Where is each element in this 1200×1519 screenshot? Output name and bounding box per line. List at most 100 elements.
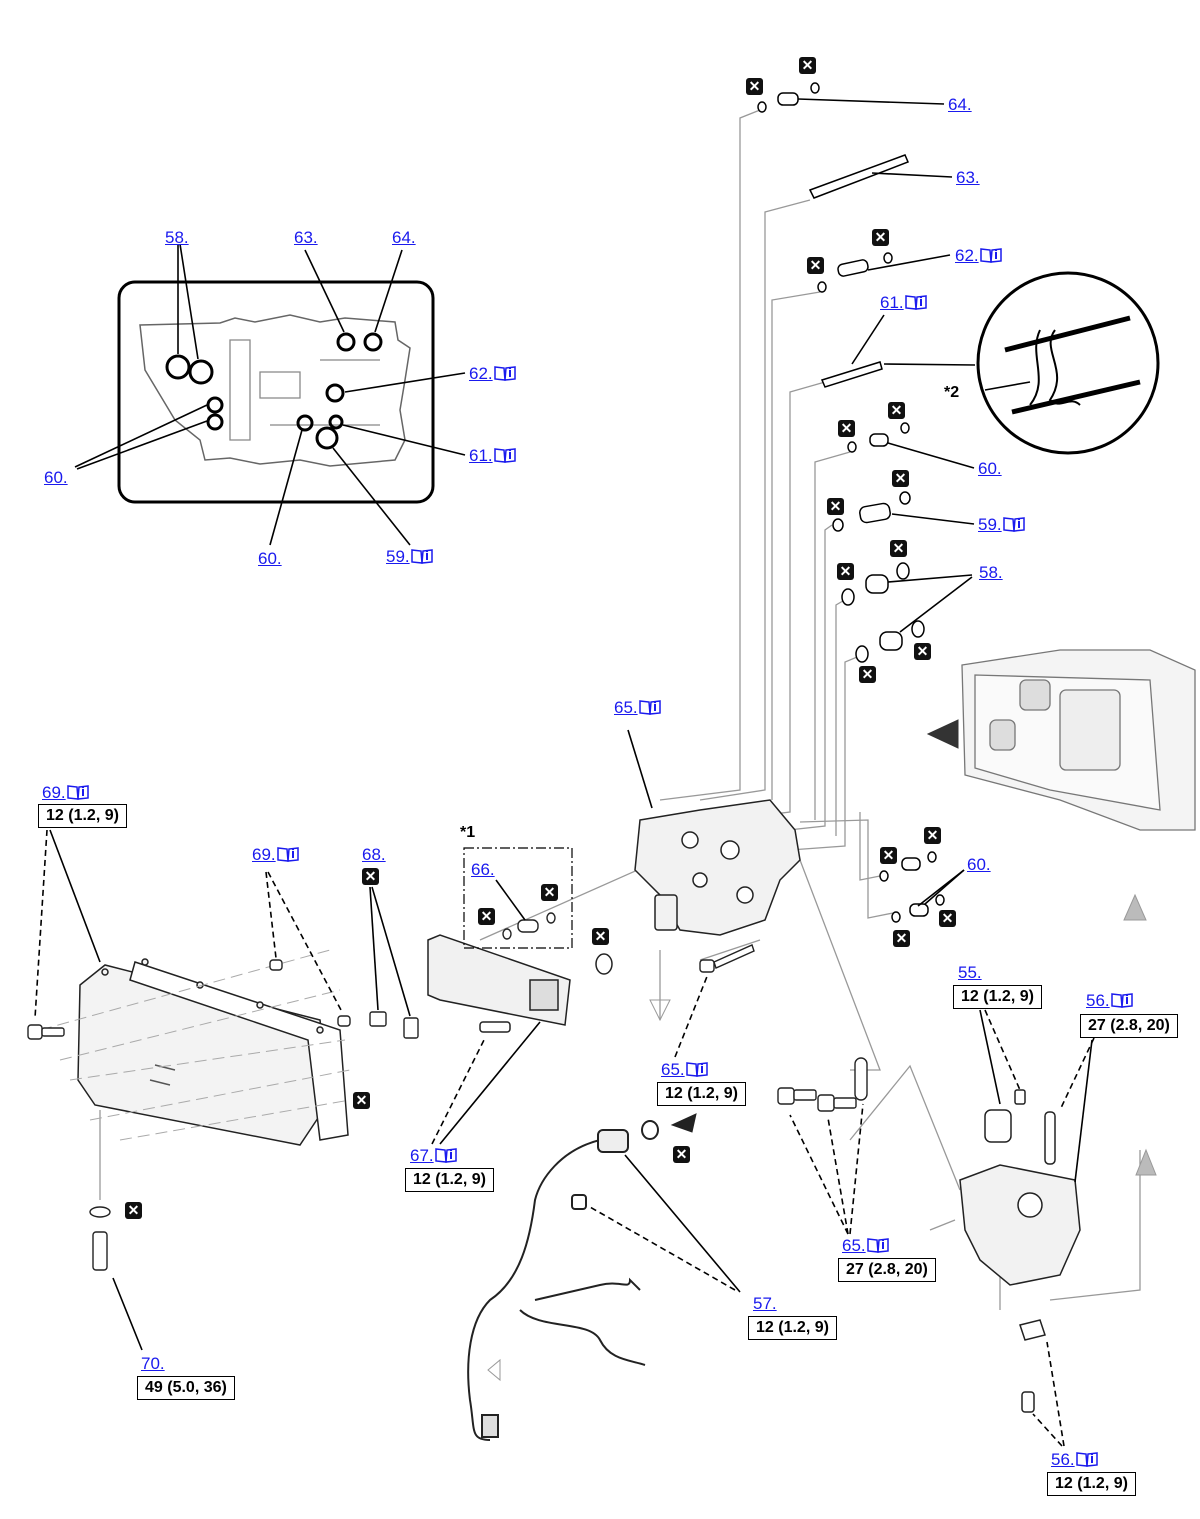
torque-spec-box: 12 (1.2, 9): [953, 985, 1042, 1009]
manual-book-icon[interactable]: [410, 548, 433, 569]
manual-book-icon[interactable]: [434, 1147, 457, 1168]
part-ref-label: 66.: [471, 860, 495, 879]
part-ref-label: 65.: [661, 1060, 685, 1079]
manual-book-icon[interactable]: [1110, 992, 1133, 1013]
part-ref-link[interactable]: 56.: [1086, 991, 1133, 1013]
non-reusable-part-icon: ✕: [541, 884, 558, 901]
leader-arrows: [49, 98, 1093, 1351]
part-ref-link[interactable]: 60.: [44, 468, 68, 488]
spacer-parts: [757, 82, 945, 923]
non-reusable-part-icon: ✕: [914, 643, 931, 660]
part-ref-link[interactable]: 65.: [842, 1236, 889, 1258]
part-ref-label: 55.: [958, 963, 982, 982]
non-reusable-part-icon: ✕: [892, 470, 909, 487]
detail-magnifier: [976, 271, 1160, 455]
non-reusable-part-icon: ✕: [478, 908, 495, 925]
part-ref-link[interactable]: 62.: [955, 246, 1002, 268]
part-ref-link[interactable]: 59.: [978, 515, 1025, 537]
part-ref-link[interactable]: 69.: [42, 783, 89, 805]
part-ref-label: 67.: [410, 1146, 434, 1165]
bolt-65: [699, 944, 868, 1112]
callout-note: *1: [460, 824, 476, 841]
part-ref-link[interactable]: 61.: [469, 446, 516, 468]
part-ref-link[interactable]: 63.: [294, 228, 318, 248]
non-reusable-part-icon: ✕: [859, 666, 876, 683]
manual-book-icon[interactable]: [638, 699, 661, 720]
part-ref-label: 58.: [979, 563, 1003, 582]
torque-spec-box: 12 (1.2, 9): [657, 1082, 746, 1106]
manual-book-icon[interactable]: [493, 365, 516, 386]
direction-arrows: [487, 719, 1157, 1382]
torque-spec-box: 12 (1.2, 9): [405, 1168, 494, 1192]
part-ref-link[interactable]: 57.: [753, 1294, 777, 1314]
part-ref-link[interactable]: 61.: [880, 293, 927, 315]
part-ref-link[interactable]: 68.: [362, 845, 386, 865]
part-ref-link[interactable]: 60.: [967, 855, 991, 875]
manual-book-icon[interactable]: [685, 1061, 708, 1082]
part-ref-link[interactable]: 65.: [661, 1060, 708, 1082]
part-ref-label: 69.: [42, 783, 66, 802]
dashed-leaders-left: [39, 949, 351, 1141]
manual-book-icon[interactable]: [276, 846, 299, 867]
valve-body-assembly: [634, 799, 801, 936]
torque-spec-box: 49 (5.0, 36): [137, 1376, 235, 1400]
oil-pump: [959, 1089, 1081, 1413]
non-reusable-part-icon: ✕: [939, 910, 956, 927]
part-ref-link[interactable]: 55.: [958, 963, 982, 983]
pins-and-bolts-left: [27, 959, 419, 1271]
dashed-leader-arrows: [34, 829, 1095, 1447]
manual-book-icon[interactable]: [979, 247, 1002, 268]
part-ref-label: 61.: [469, 446, 493, 465]
non-reusable-part-icon: ✕: [125, 1202, 142, 1219]
part-ref-label: 64.: [392, 228, 416, 247]
manual-book-icon[interactable]: [1002, 516, 1025, 537]
valve-body-inset: [117, 280, 435, 504]
torque-spec-box: 27 (2.8, 20): [838, 1258, 936, 1282]
part-ref-link[interactable]: 59.: [386, 547, 433, 569]
manual-book-icon[interactable]: [66, 784, 89, 805]
part-ref-link[interactable]: 60.: [258, 549, 282, 569]
oil-pan-cover: [77, 958, 349, 1146]
part-ref-label: 60.: [978, 459, 1002, 478]
transmission-housing: [961, 649, 1196, 831]
manual-book-icon[interactable]: [904, 294, 927, 315]
part-ref-label: 57.: [753, 1294, 777, 1313]
part-ref-label: 60.: [44, 468, 68, 487]
part-ref-link[interactable]: 69.: [252, 845, 299, 867]
part-ref-link[interactable]: 62.: [469, 364, 516, 386]
non-reusable-part-icon: ✕: [362, 868, 379, 885]
part-ref-link[interactable]: 67.: [410, 1146, 457, 1168]
part-ref-label: 61.: [880, 293, 904, 312]
part-ref-link[interactable]: 63.: [956, 168, 980, 188]
part-ref-link[interactable]: 64.: [392, 228, 416, 248]
part-ref-label: 69.: [252, 845, 276, 864]
inset-leader-lines: [74, 243, 466, 546]
non-reusable-part-icon: ✕: [799, 57, 816, 74]
part-ref-link[interactable]: 64.: [948, 95, 972, 115]
part-ref-link[interactable]: 60.: [978, 459, 1002, 479]
part-ref-link[interactable]: 58.: [979, 563, 1003, 583]
wiring-harness: [467, 1120, 659, 1441]
manual-book-icon[interactable]: [1075, 1451, 1098, 1472]
manual-book-icon[interactable]: [493, 447, 516, 468]
part-ref-label: 60.: [967, 855, 991, 874]
non-reusable-part-icon: ✕: [893, 930, 910, 947]
non-reusable-part-icon: ✕: [924, 827, 941, 844]
part-ref-label: 56.: [1086, 991, 1110, 1010]
part-ref-link[interactable]: 56.: [1051, 1450, 1098, 1472]
part-ref-label: 65.: [614, 698, 638, 717]
part-ref-label: 59.: [978, 515, 1002, 534]
part-ref-link[interactable]: 66.: [471, 860, 495, 880]
non-reusable-part-icon: ✕: [872, 229, 889, 246]
non-reusable-part-icon: ✕: [592, 928, 609, 945]
part-66: [502, 912, 556, 940]
oil-strainer: [427, 934, 613, 1033]
non-reusable-part-icon: ✕: [880, 847, 897, 864]
part-ref-link[interactable]: 65.: [614, 698, 661, 720]
part-ref-label: 62.: [955, 246, 979, 265]
part-ref-link[interactable]: 70.: [141, 1354, 165, 1374]
part-ref-link[interactable]: 58.: [165, 228, 189, 248]
non-reusable-part-icon: ✕: [746, 78, 763, 95]
manual-book-icon[interactable]: [866, 1237, 889, 1258]
